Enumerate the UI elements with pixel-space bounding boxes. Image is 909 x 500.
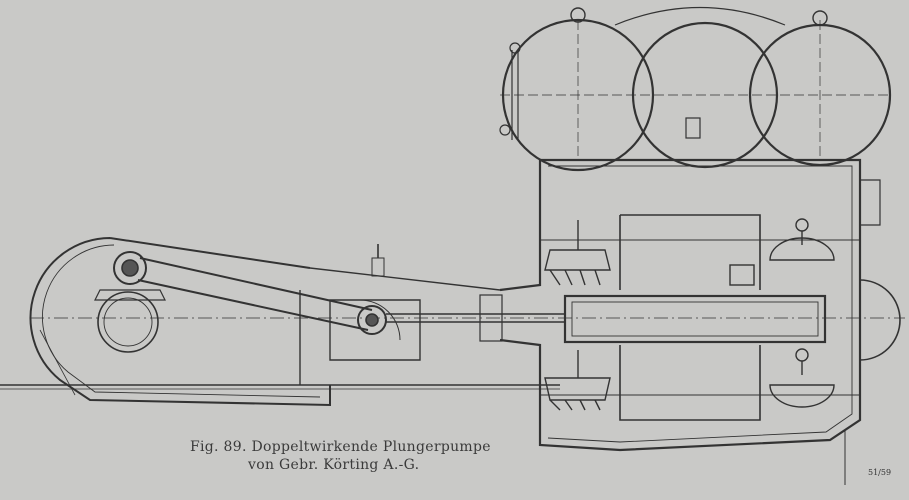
connecting-rod (137, 257, 387, 335)
valves (544, 218, 835, 411)
piston-rod (386, 294, 565, 342)
caption-line-1: Fig. 89. Doppeltwirkende Plungerpumpe (190, 439, 491, 455)
corner-mark: 51/59 (868, 468, 892, 477)
crank-housing (29, 237, 331, 407)
air-domes (500, 6, 892, 172)
base-line (0, 384, 560, 390)
pump-body (499, 158, 901, 485)
crosshead-guide (299, 244, 501, 385)
plunger (563, 294, 827, 344)
gauge-glass (499, 42, 521, 140)
caption-line-2: von Gebr. Körting A.-G. (248, 457, 420, 473)
figure-caption: Fig. 89. Doppeltwirkende Plungerpumpe vo… (190, 438, 491, 474)
